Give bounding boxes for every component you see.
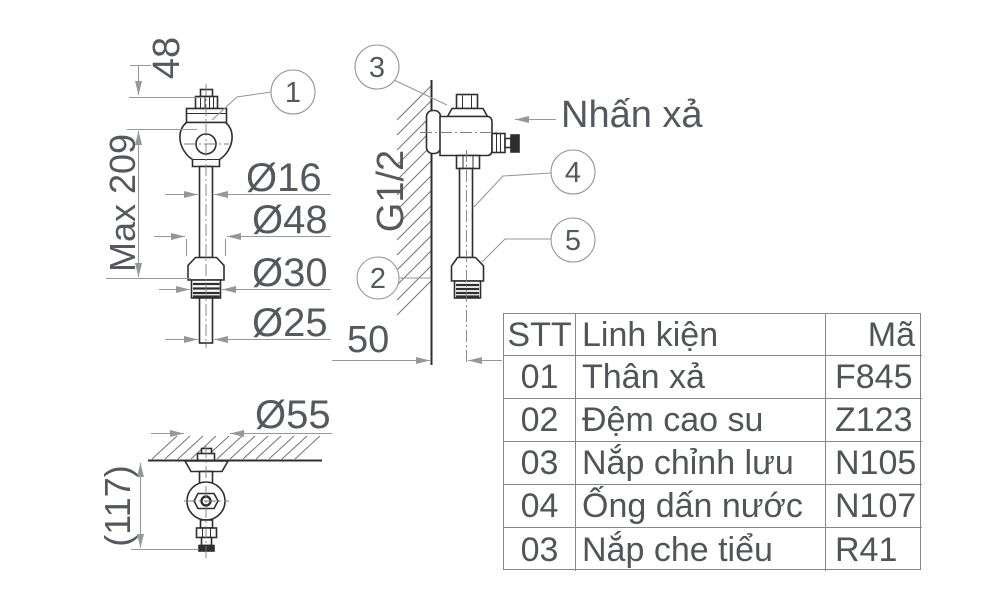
table-header-part: Linh kiện xyxy=(576,314,826,356)
thread-size-label: G1/2 xyxy=(370,150,412,232)
callout-2-number: 2 xyxy=(370,263,386,295)
front-button-knurl xyxy=(200,97,214,108)
side-thread-ridges xyxy=(456,283,479,298)
dia-16-label: Ø16 xyxy=(246,156,322,200)
bottom-lower-neck xyxy=(199,519,214,529)
table-row-part: Nắp chỉnh lưu xyxy=(576,442,826,485)
table-row-part: Đệm cao su xyxy=(576,399,826,442)
side-pipe xyxy=(458,167,474,259)
dia-30-label: Ø30 xyxy=(252,251,328,295)
side-view-drawing xyxy=(425,93,520,299)
side-push-nut xyxy=(491,132,506,154)
table-row-stt: 02 xyxy=(504,399,576,442)
table-row-stt: 04 xyxy=(504,485,576,528)
table-row-code: Z123 xyxy=(826,399,922,442)
bottom-cover-flange xyxy=(183,460,230,473)
front-centerlines xyxy=(184,84,229,348)
callout-1-number: 1 xyxy=(285,77,301,109)
side-pipe-nut xyxy=(455,154,481,170)
table-row-part: Nắp che tiểu xyxy=(576,528,826,571)
side-spreader xyxy=(450,256,485,282)
bottom-nut xyxy=(195,527,218,539)
parts-table: STT Linh kiện Mã 01 Thân xả F845 02 Đệm … xyxy=(503,313,922,571)
table-header-stt: STT xyxy=(504,314,576,356)
callout-2-circle xyxy=(356,256,400,300)
dia-55-label: Ø55 xyxy=(255,393,331,437)
table-row-stt: 03 xyxy=(504,442,576,485)
callout-3-circle xyxy=(354,44,400,90)
front-button-cap xyxy=(199,88,214,98)
dia-25-label: Ø25 xyxy=(252,301,328,345)
bottom-centerlines xyxy=(184,446,229,560)
bottom-tip xyxy=(200,536,213,547)
dim-50-label: 50 xyxy=(347,319,389,361)
table-row-stt: 03 xyxy=(504,528,576,571)
bottom-tip-cap xyxy=(198,544,215,552)
table-row-code: F845 xyxy=(826,356,922,399)
wall-hatching xyxy=(396,85,432,316)
callout-4-number: 4 xyxy=(565,157,581,189)
table-row-stt: 01 xyxy=(504,356,576,399)
push-to-flush-label: Nhấn xả xyxy=(561,94,703,136)
dim-117-label: (117) xyxy=(97,465,138,546)
front-push-button xyxy=(194,95,219,110)
callout-3-number: 3 xyxy=(369,52,385,84)
bottom-view-drawing xyxy=(148,447,322,552)
dim-48-label: 48 xyxy=(146,37,188,79)
side-push-cap xyxy=(510,134,520,153)
table-row-code: N105 xyxy=(826,442,922,485)
callout-5-circle xyxy=(550,217,596,263)
callout-4-circle xyxy=(550,149,596,195)
table-row-part: Thân xả xyxy=(576,356,826,399)
callout-1-circle xyxy=(270,69,316,115)
table-header-code: Mã xyxy=(826,314,922,356)
side-push-stem xyxy=(504,137,512,149)
side-wall-flange xyxy=(425,109,442,155)
table-row-code: R41 xyxy=(835,530,898,569)
side-dimensions xyxy=(332,44,596,364)
side-valve-body xyxy=(439,115,493,157)
ceiling-hatching xyxy=(151,435,321,460)
bottom-dimensions xyxy=(131,430,332,551)
table-row-code: N107 xyxy=(826,485,922,528)
side-top-button xyxy=(455,93,479,110)
side-centerlines xyxy=(420,132,500,365)
dim-max209-label: Max 209 xyxy=(102,134,143,272)
table-row-part: Ống dấn nước xyxy=(576,485,826,528)
side-top-plate xyxy=(446,107,489,118)
front-top-plate xyxy=(185,107,228,124)
front-dimensions xyxy=(106,64,331,343)
callout-5-number: 5 xyxy=(565,225,581,257)
dia-48-label: Ø48 xyxy=(252,198,328,242)
